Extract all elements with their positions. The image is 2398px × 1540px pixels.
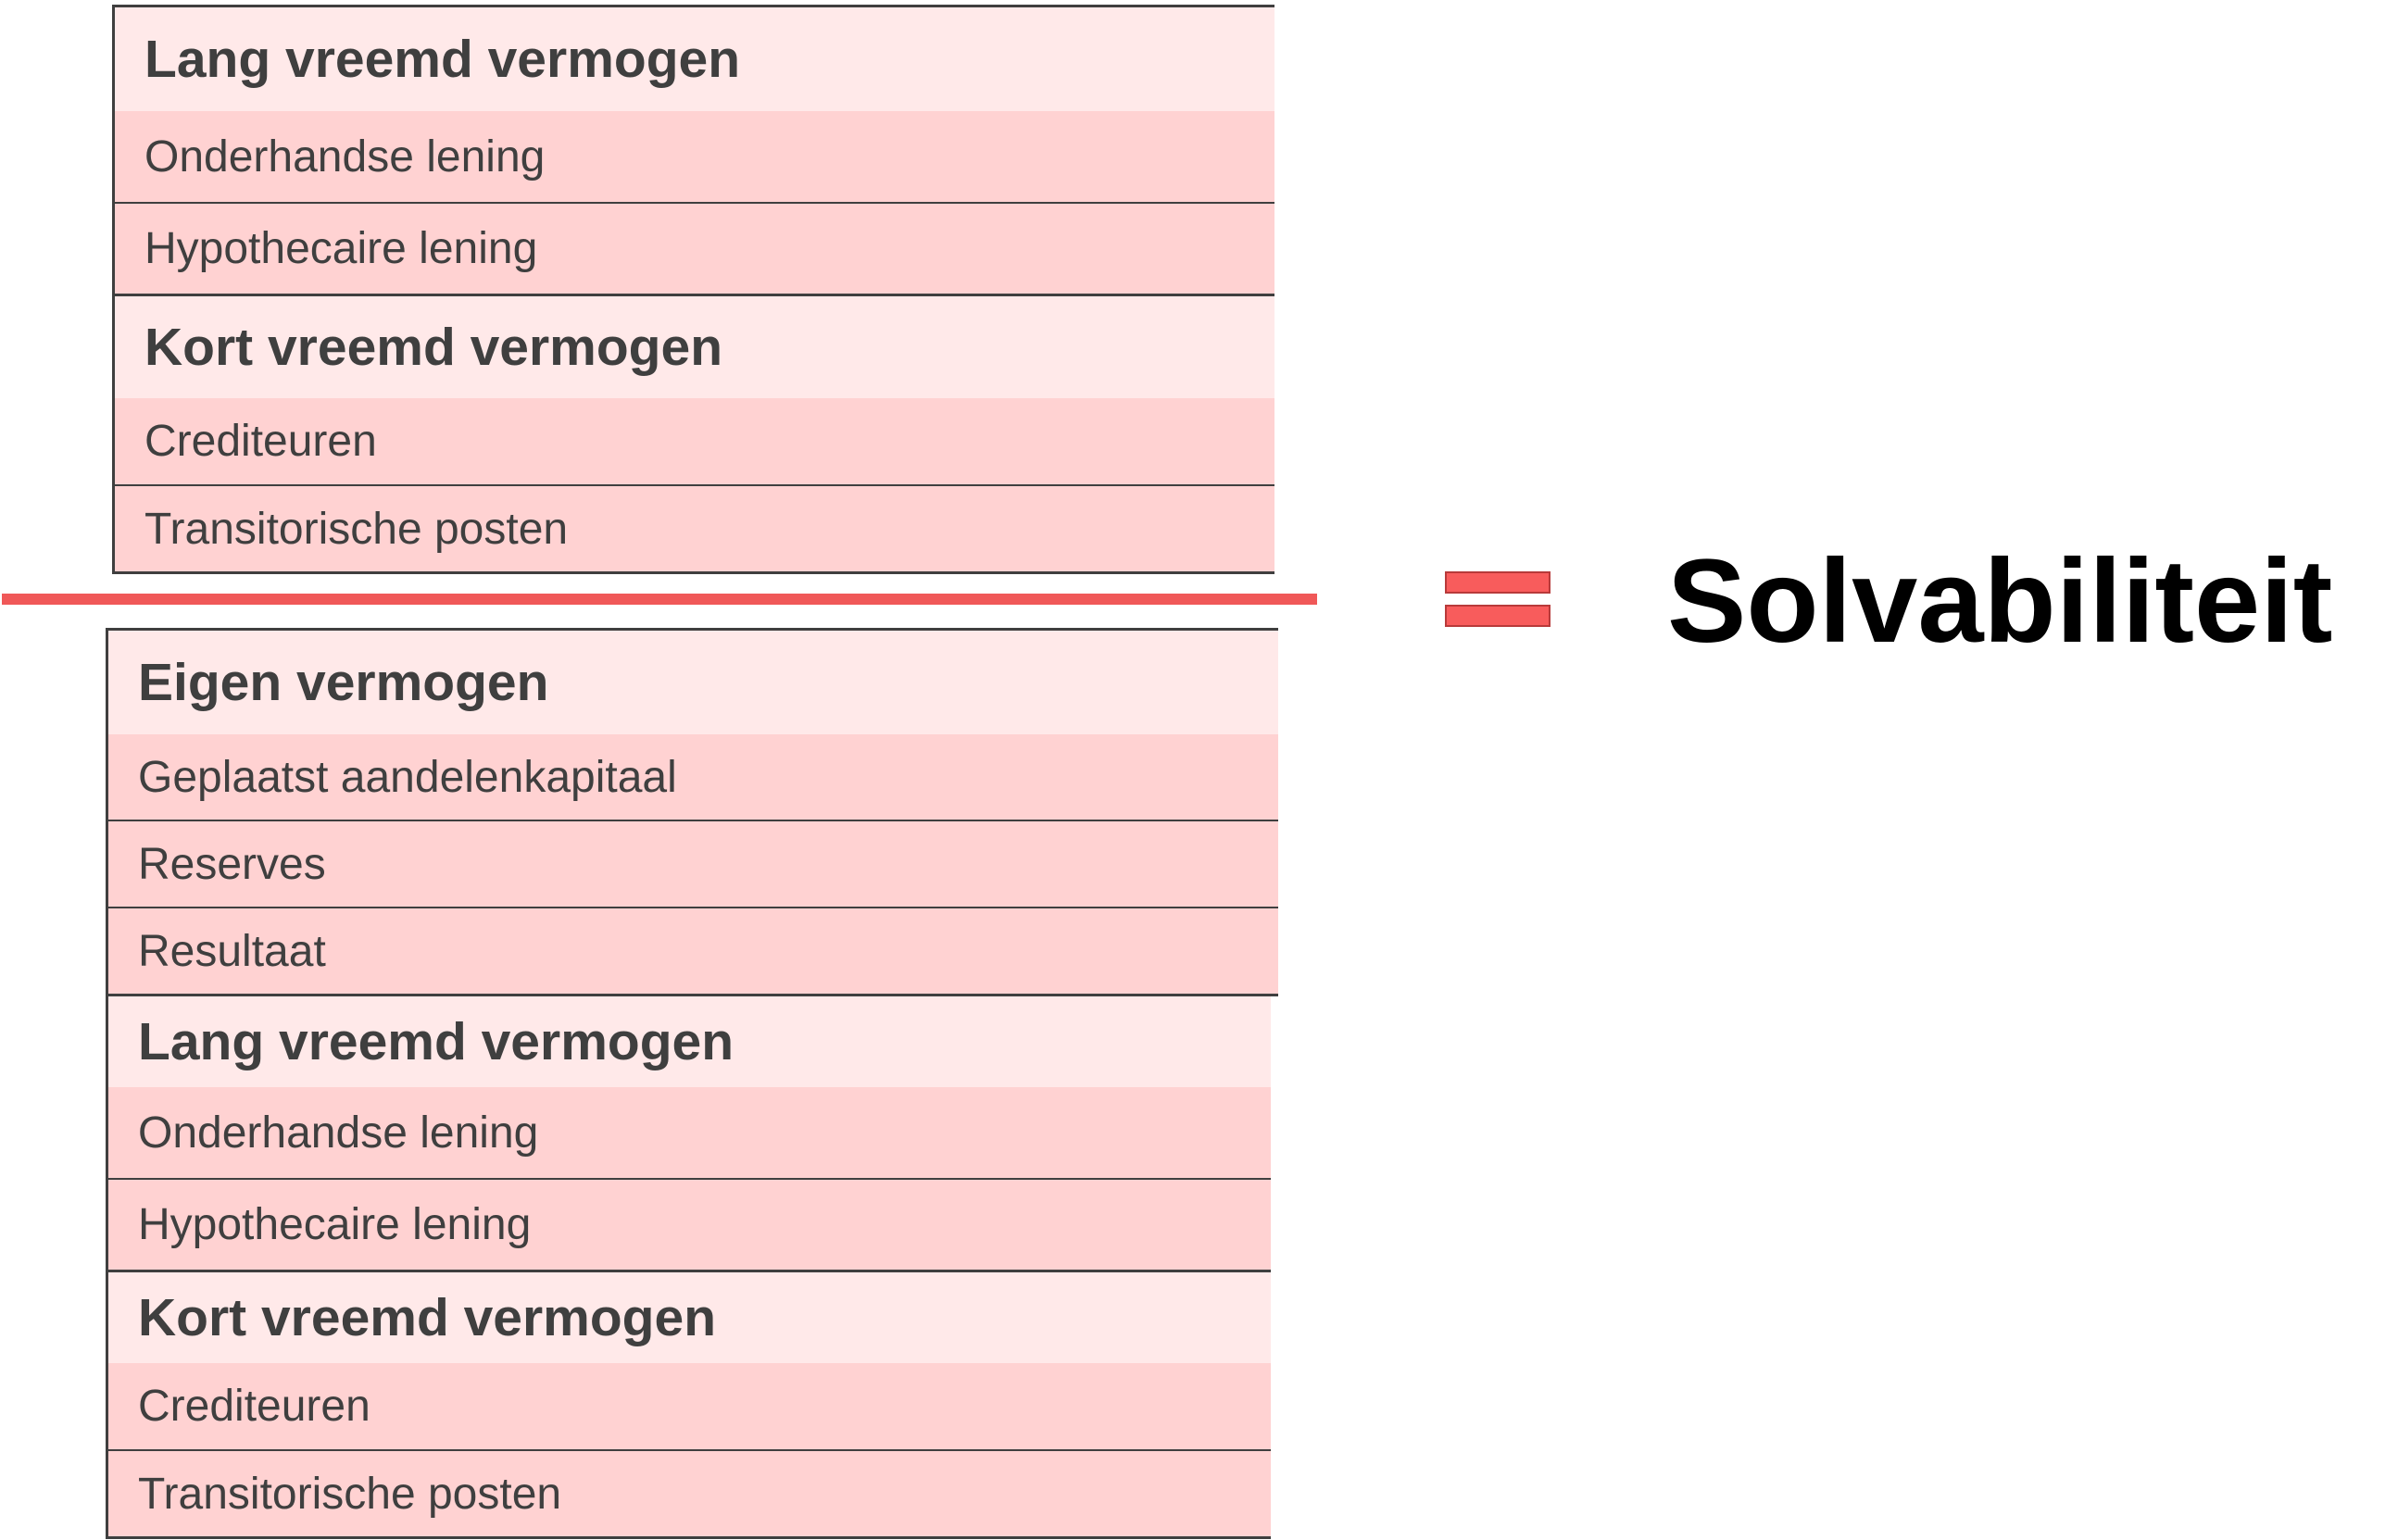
group-title: Lang vreemd vermogen [144, 30, 741, 89]
group-title: Lang vreemd vermogen [138, 1012, 734, 1071]
equals-icon [1445, 571, 1554, 632]
list-item-transitorische-posten: Transitorische posten [115, 486, 1274, 574]
list-item-transitorische-posten: Transitorische posten [108, 1451, 1271, 1539]
item-label: Crediteuren [144, 417, 377, 466]
item-label: Transitorische posten [144, 504, 569, 554]
group-header-eigen-vermogen: Eigen vermogen [108, 631, 1278, 734]
group-header-kort-vreemd-vermogen: Kort vreemd vermogen [108, 1272, 1271, 1363]
item-label: Onderhandse lening [144, 131, 546, 182]
item-label: Hypothecaire lening [144, 224, 538, 273]
numerator-table: Lang vreemd vermogen Onderhandse lening … [112, 5, 1274, 574]
item-label: Geplaatst aandelenkapitaal [138, 752, 677, 802]
equals-bar-bottom [1445, 605, 1551, 627]
list-item-onderhandse-lening: Onderhandse lening [108, 1087, 1271, 1180]
item-label: Transitorische posten [138, 1469, 562, 1519]
group-title: Eigen vermogen [138, 653, 549, 712]
item-label: Onderhandse lening [138, 1108, 539, 1158]
group-header-lang-vreemd-vermogen: Lang vreemd vermogen [115, 7, 1274, 111]
list-item-crediteuren: Crediteuren [115, 398, 1274, 486]
denominator-table: Eigen vermogen Geplaatst aandelenkapitaa… [106, 628, 1278, 1539]
group-title: Kort vreemd vermogen [138, 1288, 717, 1347]
group-header-kort-vreemd-vermogen: Kort vreemd vermogen [115, 296, 1274, 398]
item-label: Resultaat [138, 926, 326, 976]
fraction-divider [2, 594, 1317, 605]
list-item-geplaatst-aandelenkapitaal: Geplaatst aandelenkapitaal [108, 734, 1278, 821]
group-header-lang-vreemd-vermogen: Lang vreemd vermogen [108, 996, 1271, 1087]
result-label: Solvabiliteit [1667, 535, 2333, 668]
list-item-hypothecaire-lening: Hypothecaire lening [115, 204, 1274, 296]
item-label: Crediteuren [138, 1382, 370, 1431]
list-item-onderhandse-lening: Onderhandse lening [115, 111, 1274, 204]
group-title: Kort vreemd vermogen [144, 318, 723, 377]
list-item-crediteuren: Crediteuren [108, 1363, 1271, 1451]
equals-bar-top [1445, 571, 1551, 594]
list-item-reserves: Reserves [108, 821, 1278, 908]
list-item-hypothecaire-lening: Hypothecaire lening [108, 1180, 1271, 1272]
item-label: Hypothecaire lening [138, 1200, 532, 1249]
list-item-resultaat: Resultaat [108, 908, 1278, 996]
item-label: Reserves [138, 839, 326, 889]
